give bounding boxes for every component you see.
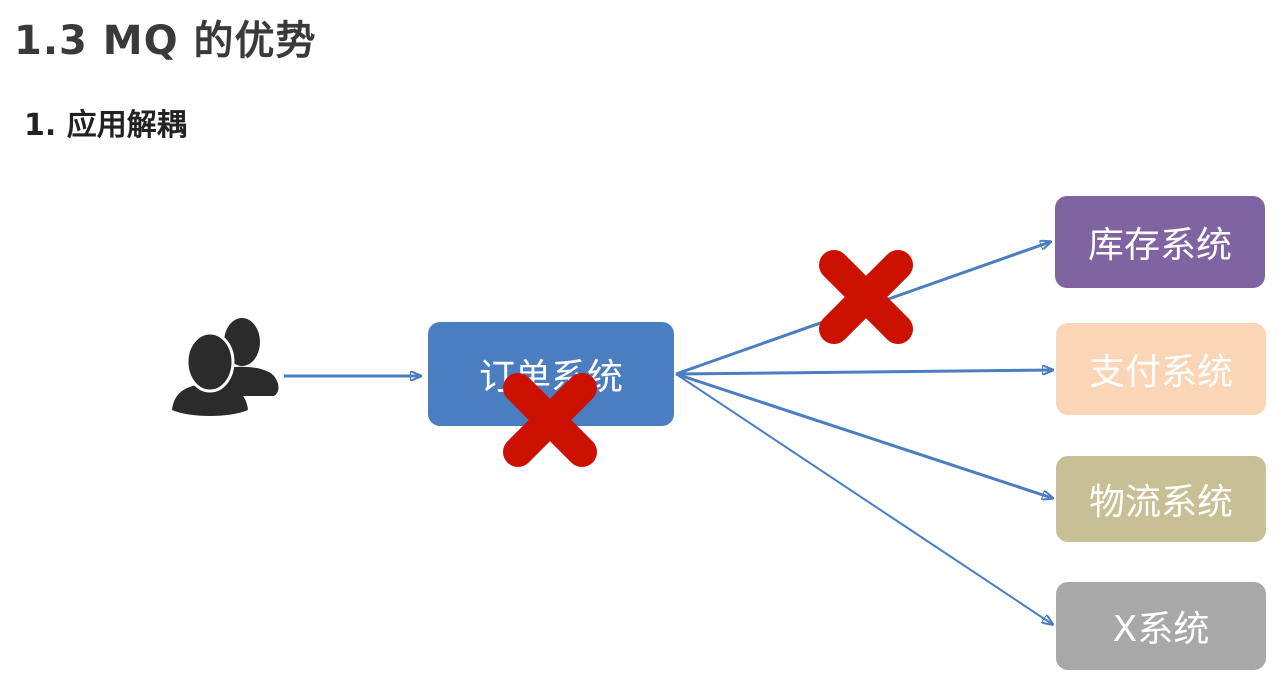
payment-system-label: 支付系统 [1088,352,1233,393]
x-system-box: X系统 [1056,582,1266,670]
red-x-icon [503,373,597,467]
page-title: 1.3 MQ 的优势 [14,18,317,64]
x-system-label: X系统 [1112,609,1210,650]
logistics-system-label: 物流系统 [1088,482,1233,523]
inventory-system-label: 库存系统 [1087,225,1232,266]
logistics-system-box: 物流系统 [1056,456,1266,542]
inventory-system-box: 库存系统 [1055,196,1265,288]
arrow-order-to-payment [675,370,1052,376]
order-system-label: 订单系统 [478,357,623,398]
section-subtitle: 1. 应用解耦 [24,108,187,143]
payment-system-box: 支付系统 [1056,323,1266,415]
arrow-order-to-logistics [675,372,1052,498]
user-group-icon [172,318,279,416]
red-x-icon [819,250,913,344]
arrow-order-to-x [675,373,1052,624]
